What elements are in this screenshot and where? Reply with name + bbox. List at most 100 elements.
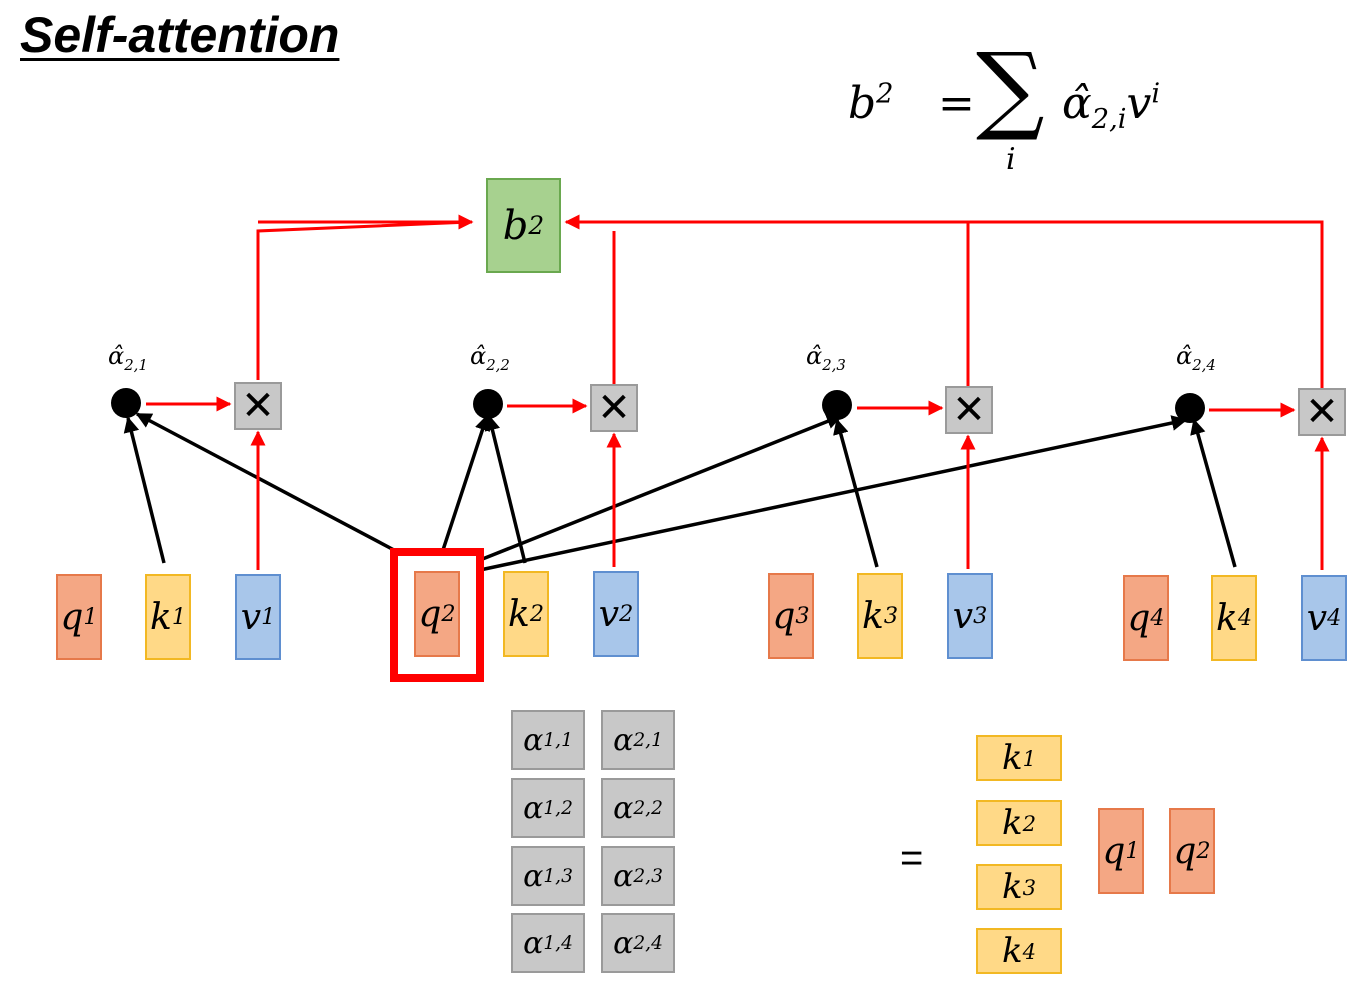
score-arrows	[123, 412, 1237, 572]
query-4-sup: 4	[1150, 605, 1165, 631]
formula-lhs: b2	[848, 78, 894, 129]
value-3-base: v	[952, 595, 974, 637]
key-4-sup: 4	[1237, 605, 1253, 631]
cell-2-3-sub: 2,3	[633, 865, 663, 887]
formula-lhs-base: b	[848, 78, 877, 129]
multiply-node-1: ✕	[234, 382, 282, 430]
query-2-base: q	[418, 593, 442, 635]
path-mult1-to-output	[256, 220, 471, 380]
score-dots	[111, 388, 1205, 423]
alpha-hat-2-base: α̂	[470, 342, 487, 370]
cell-2-2-sub: 2,2	[633, 797, 663, 819]
score-dot-3	[822, 390, 852, 420]
alpha-hat-4-base: α̂	[1176, 342, 1193, 370]
score-dot-1	[111, 388, 141, 418]
query-col-2-sup: 2	[1196, 838, 1211, 864]
alpha-hat-1-sub: 2,1	[124, 355, 148, 374]
cell-2-1-sub: 2,1	[633, 729, 663, 751]
query-col-1-base: q	[1102, 830, 1126, 872]
output-base: b	[502, 202, 529, 249]
key-row-4-sup: 4	[1022, 938, 1037, 964]
formula-v-sup: i	[1151, 78, 1161, 110]
alpha-hat-1-base: α̂	[108, 342, 125, 370]
key-3-base: k	[861, 595, 884, 637]
arrow-k2-to-score-2	[484, 414, 527, 564]
cell-1-1-sub: 1,1	[543, 729, 573, 751]
alpha-hat-label-4: α̂2,4	[1176, 342, 1216, 374]
value-flow-arrows	[146, 214, 1330, 570]
value-1-base: v	[240, 596, 262, 638]
formula-v: v	[1126, 78, 1152, 129]
query-1-base: q	[60, 596, 84, 638]
key-row-3-base: k	[1001, 867, 1023, 907]
formula-lhs-sup: 2	[876, 78, 894, 110]
arrow-into-output-right	[564, 214, 1324, 388]
key-row-4-base: k	[1001, 931, 1023, 971]
slide-title: Self-attention	[20, 7, 340, 63]
key-row-3-sup: 3	[1022, 874, 1037, 900]
key-row-2-sup: 2	[1022, 810, 1037, 836]
cell-2-1-base: α	[613, 722, 634, 758]
matrix-equals-sign: =	[900, 836, 924, 880]
alpha-hat-3-base: α̂	[806, 342, 823, 370]
query-1-sup: 1	[83, 604, 98, 630]
score-dot-2	[473, 389, 503, 419]
value-4-base: v	[1306, 597, 1328, 639]
summation-symbol: ∑	[976, 32, 1045, 144]
cell-1-4-sub: 1,4	[543, 932, 573, 954]
cell-2-4-base: α	[613, 925, 634, 961]
arrow-q2-to-score-3	[479, 413, 843, 562]
value-2-base: v	[598, 593, 620, 635]
key-3-sup: 3	[883, 603, 899, 629]
cell-2-3-base: α	[613, 858, 634, 894]
multiply-node-4: ✕	[1298, 388, 1346, 436]
alpha-hat-3-sub: 2,3	[822, 355, 846, 374]
value-1-sup: 1	[261, 604, 276, 630]
key-row-1-base: k	[1001, 738, 1023, 778]
key-1-sup: 1	[171, 604, 187, 630]
query-3-sup: 3	[795, 603, 810, 629]
alpha-hat-label-3: α̂2,3	[806, 342, 846, 374]
value-3-sup: 3	[973, 603, 988, 629]
arrow-k4-to-score-4	[1190, 418, 1237, 568]
cell-2-4-sub: 2,4	[633, 932, 663, 954]
output-sup: 2	[528, 211, 545, 240]
arrow-q2-to-score-4	[479, 415, 1188, 572]
key-2-base: k	[507, 593, 530, 635]
multiply-node-2: ✕	[590, 384, 638, 432]
alpha-hat-label-1: α̂2,1	[108, 342, 148, 374]
cell-1-2-sub: 1,2	[543, 797, 573, 819]
query-3-base: q	[772, 595, 796, 637]
query-col-2-base: q	[1173, 830, 1197, 872]
weighted-sum-formula: b2 = ∑ i α̂2,ivi	[848, 40, 1208, 180]
cell-1-3-sub: 1,3	[543, 865, 573, 887]
value-2-sup: 2	[619, 601, 634, 627]
arrow-k3-to-score-3	[833, 418, 879, 568]
cell-1-3-base: α	[523, 858, 544, 894]
formula-alpha-sub: 2,i	[1091, 103, 1127, 135]
key-4-base: k	[1215, 597, 1238, 639]
formula-equals: =	[938, 78, 975, 129]
